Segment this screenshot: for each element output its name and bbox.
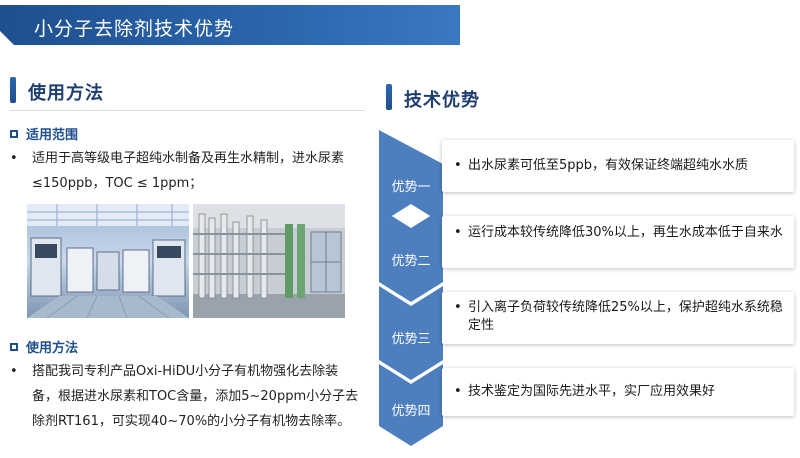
usage-heading: 使用方法	[10, 337, 78, 356]
right-section-title: 技术优势	[404, 90, 480, 111]
bullet-dot: •	[454, 384, 462, 399]
advantage-label: 优势二	[391, 254, 431, 269]
chevron-shape	[379, 364, 473, 458]
advantage-text: 技术鉴定为国际先进水平，实厂应用效果好	[468, 384, 716, 399]
chevron-shape	[379, 286, 473, 380]
usage-title: 使用方法	[26, 341, 79, 356]
bullet-dot: •	[10, 151, 18, 166]
bullet-dot: •	[10, 364, 18, 379]
advantage-text: 引入离子负荷较传统降低25%以上，保护超纯水系统稳定性	[468, 300, 783, 333]
advantage-card: • 技术鉴定为国际先进水平，实厂应用效果好	[442, 368, 794, 416]
usage-paragraph: • 搭配我司专利产品Oxi-HiDU小分子有机物强化去除装备，根据进水尿素和TO…	[10, 359, 362, 434]
square-bullet-icon	[10, 342, 18, 351]
chevron-shape	[379, 208, 473, 302]
advantage-row: • 技术鉴定为国际先进水平，实厂应用效果好	[454, 383, 784, 401]
bullet-dot: •	[454, 225, 462, 240]
cleanroom-photo	[27, 204, 189, 318]
advantage-text: 运行成本较传统降低30%以上，再生水成本低于自来水	[468, 225, 783, 240]
square-bullet-icon	[10, 129, 18, 138]
section-marker	[10, 77, 16, 103]
section-marker	[386, 84, 392, 110]
advantage-card: • 出水尿素可低至5ppb，有效保证终端超纯水水质	[442, 140, 794, 192]
usage-text: 搭配我司专利产品Oxi-HiDU小分子有机物强化去除装备，根据进水尿素和TOC含…	[32, 364, 359, 429]
left-section-title: 使用方法	[28, 83, 104, 104]
advantage-label: 优势一	[391, 180, 431, 195]
advantage-row: • 运行成本较传统降低30%以上，再生水成本低于自来水	[454, 224, 784, 242]
advantage-row: • 出水尿素可低至5ppb，有效保证终端超纯水水质	[454, 157, 784, 175]
bullet-dot: •	[454, 158, 462, 173]
section-divider	[10, 110, 365, 111]
header-banner	[0, 5, 460, 45]
advantage-card: • 运行成本较传统降低30%以上，再生水成本低于自来水	[442, 216, 794, 268]
advantage-label: 优势三	[391, 332, 431, 347]
advantage-label: 优势四	[391, 404, 431, 419]
advantage-row: • 引入离子负荷较传统降低25%以上，保护超纯水系统稳定性	[454, 299, 784, 335]
equipment-photo	[193, 204, 345, 318]
advantage-text: 出水尿素可低至5ppb，有效保证终端超纯水水质	[468, 158, 749, 173]
scope-paragraph: • 适用于高等级电子超纯水制备及再生水精制，进水尿素≤150ppb，TOC ≤ …	[10, 146, 362, 196]
scope-heading: 适用范围	[10, 124, 78, 143]
bullet-dot: •	[454, 300, 462, 315]
scope-text: 适用于高等级电子超纯水制备及再生水精制，进水尿素≤150ppb，TOC ≤ 1p…	[32, 151, 345, 191]
chevron-shape	[379, 130, 473, 224]
advantage-card: • 引入离子负荷较传统降低25%以上，保护超纯水系统稳定性	[442, 292, 794, 344]
scope-title: 适用范围	[26, 128, 79, 143]
page-title: 小分子去除剂技术优势	[34, 18, 235, 40]
